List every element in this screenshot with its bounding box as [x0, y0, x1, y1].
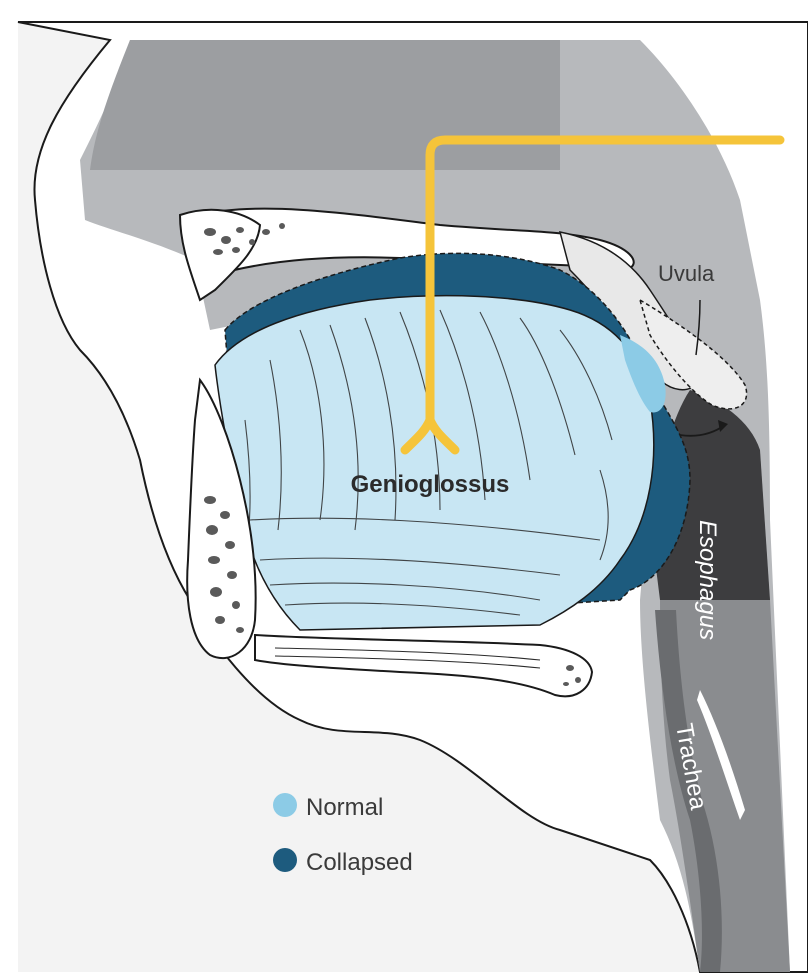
legend-swatch-collapsed	[273, 848, 297, 872]
legend-label-collapsed: Collapsed	[306, 849, 413, 876]
nasal-upper	[90, 40, 560, 170]
label-genioglossus: Genioglossus	[351, 471, 510, 498]
legend-swatch-normal	[273, 793, 297, 817]
legend-label-normal: Normal	[306, 794, 383, 821]
label-esophagus: Esophagus	[694, 520, 721, 640]
label-uvula: Uvula	[658, 261, 715, 286]
